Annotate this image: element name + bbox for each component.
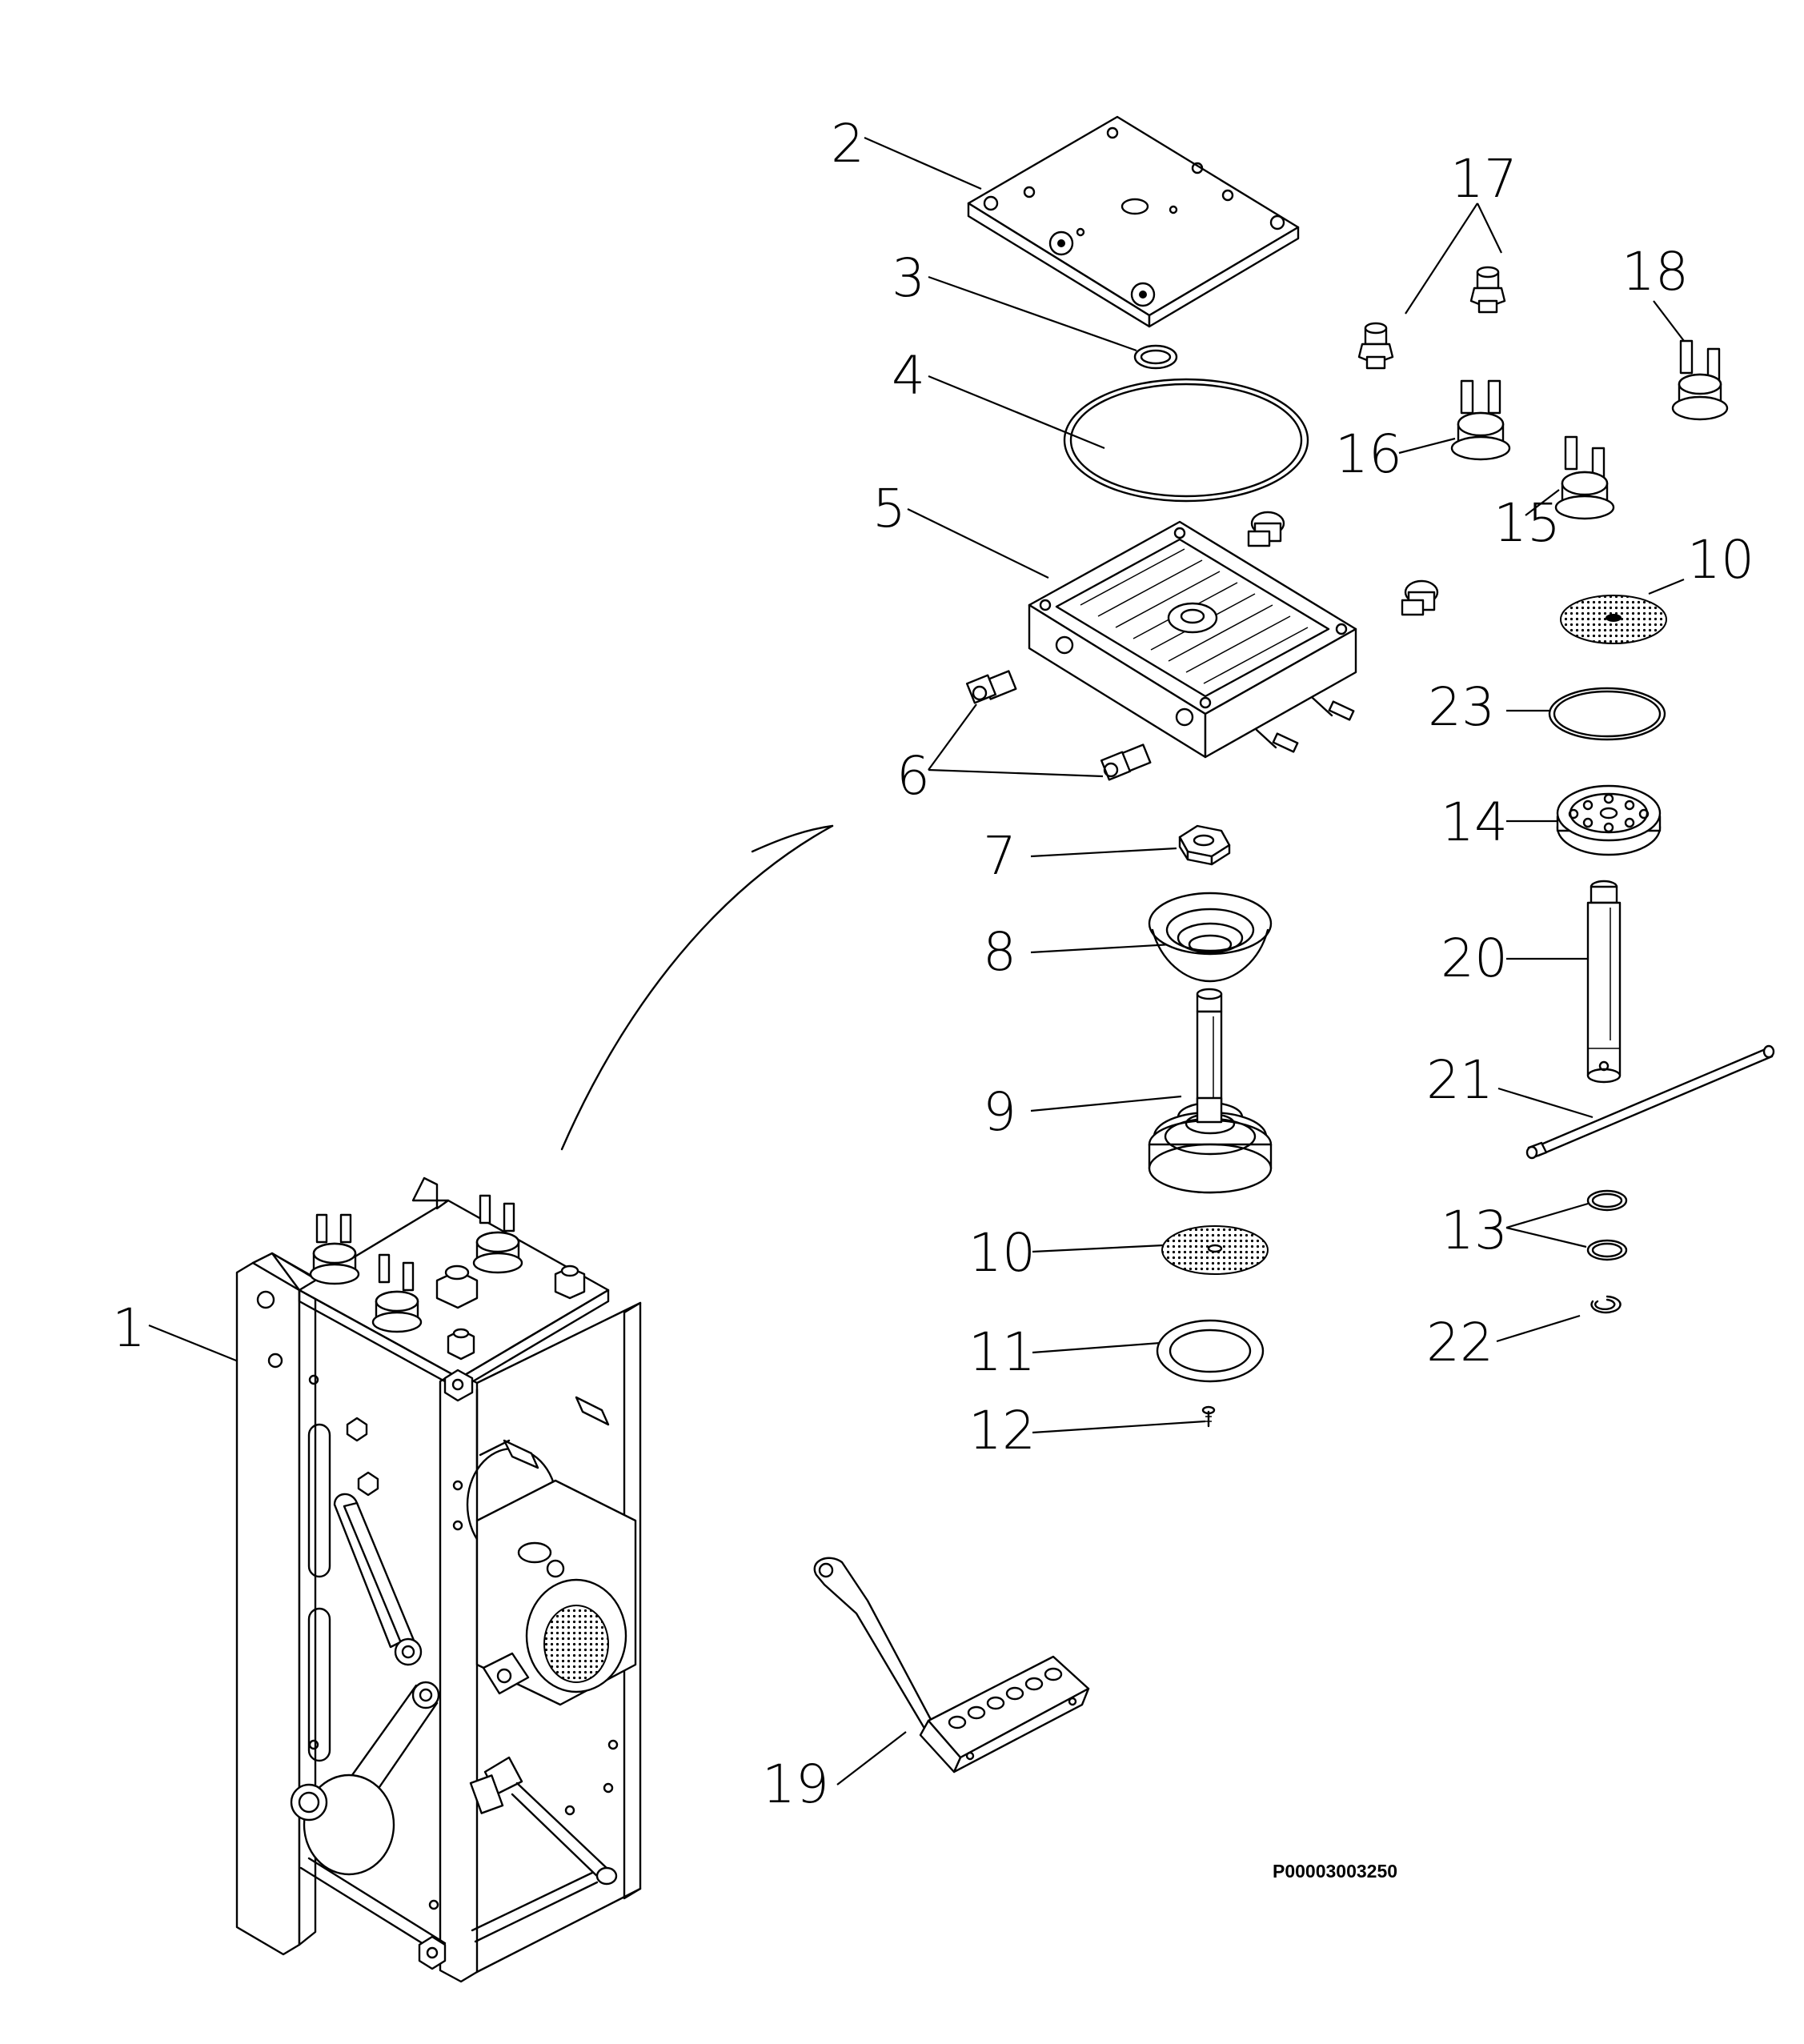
leader-16 — [1398, 437, 1456, 455]
callout-6: 6 — [896, 745, 930, 807]
callout-10-upper: 10 — [1687, 529, 1754, 591]
leader-15 — [1525, 489, 1560, 516]
part-1-brewing-unit-assembly — [235, 1176, 642, 1983]
leader-7 — [1030, 847, 1177, 858]
screw-c — [965, 670, 1017, 704]
leader-3 — [928, 275, 1137, 352]
part-10-filter-screen-lower — [1161, 1225, 1269, 1275]
callout-22: 22 — [1426, 1312, 1493, 1373]
callout-14: 14 — [1441, 792, 1508, 853]
callout-19: 19 — [762, 1753, 829, 1815]
assembly-connector-arc — [560, 824, 834, 1151]
part-9-piston — [1148, 988, 1273, 1194]
leader-11 — [1032, 1341, 1161, 1354]
leader-lines — [148, 136, 1685, 1785]
part-3-small-o-ring — [1133, 344, 1178, 370]
part-5-heater-block — [1028, 520, 1357, 759]
part-2-cover-plate — [967, 115, 1300, 328]
callout-4: 4 — [892, 345, 925, 407]
callout-9: 9 — [983, 1081, 1016, 1143]
part-4-large-o-ring — [1063, 378, 1309, 503]
callout-21: 21 — [1426, 1049, 1493, 1111]
leader-10-lower — [1032, 1244, 1165, 1253]
fitting-a — [1357, 322, 1394, 370]
leader-17a — [1405, 202, 1478, 315]
part-15-thermostat — [1554, 435, 1615, 520]
fitting-b — [1469, 266, 1506, 314]
part-17-fittings — [1357, 266, 1506, 370]
callout-labels: 1 2 3 4 5 6 7 8 9 10 10 11 12 13 14 15 1… — [112, 113, 1754, 1815]
leader-21 — [1497, 1087, 1594, 1119]
leader-6a — [928, 703, 977, 771]
leader-1 — [148, 1324, 241, 1364]
part-11-gasket-ring — [1156, 1319, 1265, 1383]
leader-8 — [1030, 943, 1173, 954]
callout-18: 18 — [1622, 241, 1689, 303]
callout-16: 16 — [1335, 423, 1402, 485]
part-7-hex-nut — [1178, 824, 1231, 866]
callout-15: 15 — [1493, 492, 1561, 554]
leader-6b — [928, 768, 1104, 778]
leader-10-upper — [1648, 578, 1685, 595]
part-19-lever-bracket — [813, 1557, 1090, 1773]
callout-1: 1 — [112, 1297, 146, 1359]
callout-10-lower: 10 — [968, 1222, 1036, 1284]
callout-3: 3 — [892, 247, 925, 309]
leader-13b — [1505, 1226, 1587, 1248]
leader-9 — [1030, 1095, 1182, 1112]
part-14-shower-disc — [1556, 784, 1662, 856]
leader-22 — [1496, 1314, 1581, 1343]
callout-20: 20 — [1441, 928, 1508, 989]
callout-11: 11 — [968, 1321, 1036, 1383]
part-10-filter-screen-upper — [1560, 595, 1667, 644]
drawing-code: P00003003250 — [1273, 1861, 1397, 1882]
leader-17b — [1477, 202, 1502, 254]
callout-23: 23 — [1428, 676, 1495, 738]
part-16-thermostat — [1450, 379, 1511, 461]
part-12-small-screw — [1201, 1405, 1216, 1428]
leader-18 — [1653, 300, 1685, 342]
callout-7: 7 — [983, 825, 1016, 887]
callout-8: 8 — [983, 921, 1016, 983]
leader-2 — [864, 136, 982, 190]
part-13-small-rings — [1586, 1189, 1628, 1261]
callout-13: 13 — [1441, 1200, 1508, 1261]
hex-socket-screws — [965, 511, 1439, 781]
screw-a — [1247, 511, 1285, 547]
part-18-thermostat — [1671, 339, 1729, 421]
callout-5: 5 — [872, 478, 906, 539]
callout-17: 17 — [1450, 148, 1517, 210]
leader-12 — [1032, 1420, 1206, 1434]
assembly-connector-arc-tip — [751, 824, 834, 853]
callout-2: 2 — [831, 113, 864, 174]
leader-13a — [1505, 1202, 1589, 1229]
part-21-rod — [1525, 1044, 1775, 1160]
leader-19 — [836, 1731, 907, 1785]
leader-4 — [928, 375, 1105, 450]
screw-b — [1401, 579, 1439, 616]
part-22-circlip — [1590, 1295, 1622, 1314]
part-20-shaft — [1586, 880, 1622, 1084]
leader-5 — [907, 508, 1049, 579]
part-8-cup-gasket — [1148, 892, 1273, 983]
part-23-o-ring — [1548, 687, 1666, 741]
screw-d — [1100, 743, 1152, 781]
callout-12: 12 — [968, 1400, 1036, 1461]
